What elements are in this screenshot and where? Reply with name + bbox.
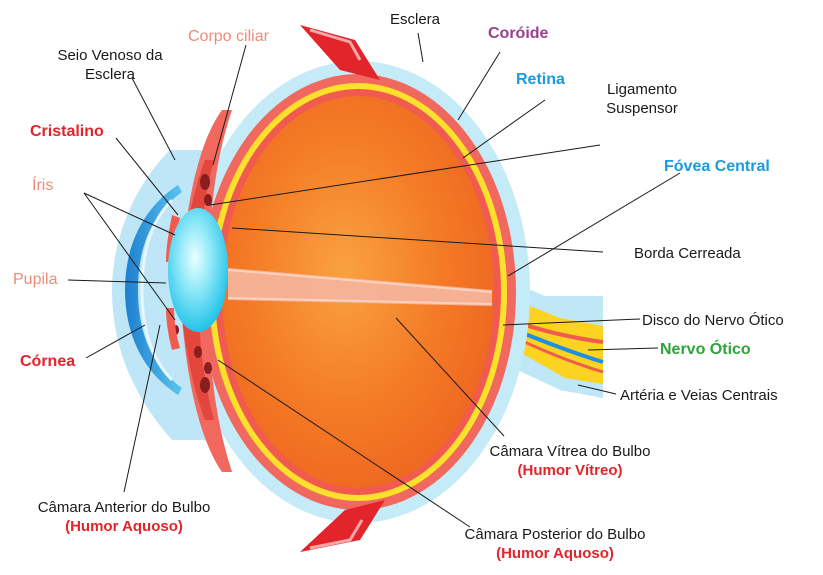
- leader-lines: [67, 32, 681, 528]
- label-camara-posterior: Câmara Posterior do Bulbo (Humor Aquoso): [440, 525, 670, 563]
- label-vitrea-line1: Câmara Vítrea do Bulbo: [489, 443, 651, 460]
- label-seio-venoso: Seio Venoso da Esclera: [40, 46, 180, 84]
- label-fovea-central: Fóvea Central: [664, 158, 770, 175]
- label-seio-line1: Seio Venoso da: [57, 47, 163, 64]
- label-arteria-veias: Artéria e Veias Centrais: [620, 387, 778, 404]
- label-vitrea-line2: (Humor Vítreo): [517, 462, 623, 479]
- cornea: [125, 185, 182, 395]
- label-cornea: Córnea: [20, 353, 76, 370]
- label-seio-line2: Esclera: [84, 66, 136, 83]
- label-anterior-line1: Câmara Anterior do Bulbo: [37, 499, 211, 516]
- lens: [168, 208, 228, 332]
- label-nervo-otico: Nervo Ótico: [660, 341, 751, 358]
- label-esclera: Esclera: [390, 11, 441, 28]
- label-camara-anterior: Câmara Anterior do Bulbo (Humor Aquoso): [4, 498, 244, 536]
- label-iris: Íris: [32, 177, 54, 194]
- label-camara-vitrea: Câmara Vítrea do Bulbo (Humor Vítreo): [470, 442, 670, 480]
- label-retina: Retina: [516, 71, 565, 88]
- label-corpo-ciliar: Corpo ciliar: [188, 28, 269, 45]
- label-ligamento-suspensor: Ligamento Suspensor: [582, 80, 702, 118]
- label-borda-cerreada: Borda Cerreada: [634, 245, 741, 262]
- label-ligamento-line1: Ligamento: [606, 81, 678, 98]
- label-cristalino: Cristalino: [30, 123, 104, 140]
- label-posterior-line1: Câmara Posterior do Bulbo: [464, 526, 646, 543]
- label-anterior-line2: (Humor Aquoso): [65, 518, 183, 535]
- label-disco-nervo-otico: Disco do Nervo Ótico: [642, 312, 784, 329]
- label-pupila: Pupila: [13, 271, 58, 288]
- label-coroide: Coróide: [488, 25, 549, 42]
- label-posterior-line2: (Humor Aquoso): [496, 545, 614, 562]
- label-ligamento-line2: Suspensor: [606, 100, 678, 117]
